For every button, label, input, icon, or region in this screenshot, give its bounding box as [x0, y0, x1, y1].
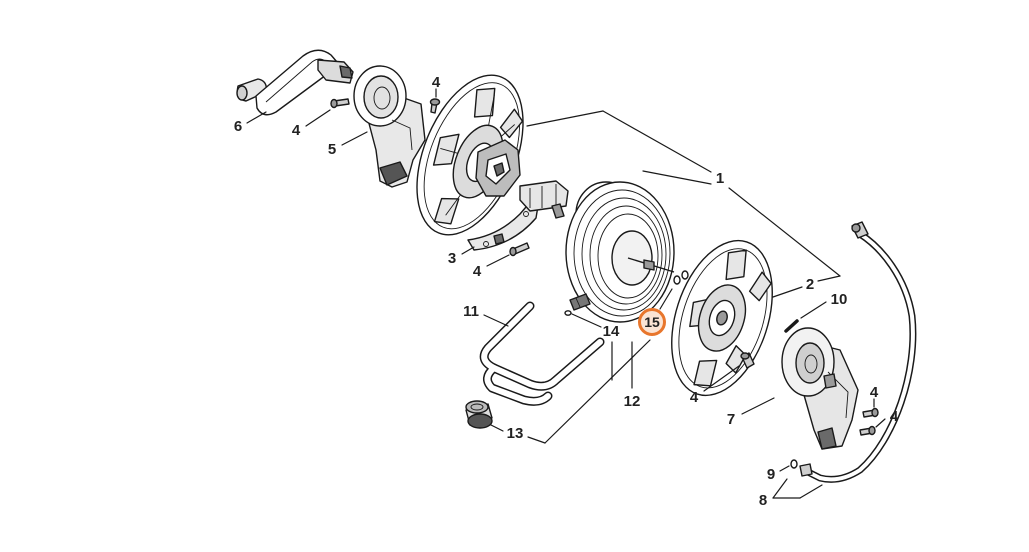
- leader-line: [341, 131, 368, 146]
- callout-15[interactable]: 15: [644, 314, 660, 330]
- callout-1[interactable]: 1: [716, 170, 724, 187]
- leader-line: [817, 275, 841, 282]
- reel-bracket-part: [353, 65, 426, 188]
- callout-2[interactable]: 2: [806, 276, 814, 293]
- plate-hub-mechanism: [475, 139, 521, 197]
- pin-part: [784, 319, 799, 333]
- leader-line: [800, 301, 827, 319]
- axle-shaft-part: [519, 180, 569, 219]
- o-ring-part: [673, 275, 681, 285]
- leader-line: [486, 254, 510, 267]
- o-ring-part: [564, 310, 572, 316]
- leader-line: [571, 313, 602, 328]
- o-ring-part: [790, 459, 798, 469]
- screw-part: [862, 407, 879, 418]
- callout-4-left[interactable]: 4: [292, 122, 301, 139]
- hose-fitting-part: [569, 293, 591, 311]
- leader-line: [602, 110, 712, 173]
- callout-4-right[interactable]: 4: [890, 408, 899, 425]
- callout-3[interactable]: 3: [448, 250, 456, 267]
- hose-drum-part: [565, 181, 675, 323]
- bent-rod-part: [479, 301, 605, 406]
- callout-4-right-top[interactable]: 4: [870, 384, 879, 401]
- leader-line: [246, 111, 267, 124]
- callout-7[interactable]: 7: [727, 411, 735, 428]
- o-ring-part: [681, 270, 689, 280]
- callout-8[interactable]: 8: [759, 492, 767, 509]
- leader-line: [703, 365, 740, 392]
- leader-line: [483, 314, 509, 327]
- leader-line: [875, 418, 886, 428]
- leader-line: [461, 246, 475, 255]
- plug-part: [465, 400, 493, 429]
- leader-line: [659, 288, 673, 310]
- callout-4-bracket[interactable]: 4: [473, 263, 482, 280]
- hub-housing-part: [781, 327, 859, 450]
- callout-10[interactable]: 10: [831, 291, 848, 308]
- callout-14[interactable]: 14: [603, 323, 620, 340]
- screw-part: [509, 242, 530, 257]
- highlight-ring: [638, 308, 666, 336]
- callout-4-plate[interactable]: 4: [690, 389, 699, 406]
- leader-line: [772, 286, 803, 298]
- leader-line: [490, 424, 504, 432]
- callout-9[interactable]: 9: [767, 466, 775, 483]
- callout-6[interactable]: 6: [234, 118, 242, 135]
- leader-line: [728, 187, 841, 277]
- leader-line: [741, 397, 775, 415]
- arc-bracket-part: [467, 199, 539, 251]
- leader-line: [544, 339, 651, 444]
- leader-line: [772, 478, 788, 499]
- leader-line: [305, 109, 331, 127]
- hose-line-part: [799, 221, 917, 483]
- highlighted-callout-15[interactable]: 15: [638, 308, 666, 336]
- screw-part: [330, 98, 350, 109]
- leader-line: [526, 110, 604, 127]
- screw-part: [429, 98, 441, 114]
- callout-11[interactable]: 11: [463, 303, 479, 320]
- screw-part: [740, 352, 755, 369]
- leader-line: [527, 436, 546, 444]
- crank-handle-part: [236, 49, 354, 116]
- leader-line: [779, 465, 790, 472]
- leader-line: [642, 170, 712, 185]
- callout-12[interactable]: 12: [624, 393, 641, 410]
- leader-line: [799, 484, 823, 499]
- callout-4-top[interactable]: 4: [432, 74, 441, 91]
- callout-13[interactable]: 13: [507, 425, 524, 442]
- screw-part: [859, 425, 876, 436]
- callout-5[interactable]: 5: [328, 141, 336, 158]
